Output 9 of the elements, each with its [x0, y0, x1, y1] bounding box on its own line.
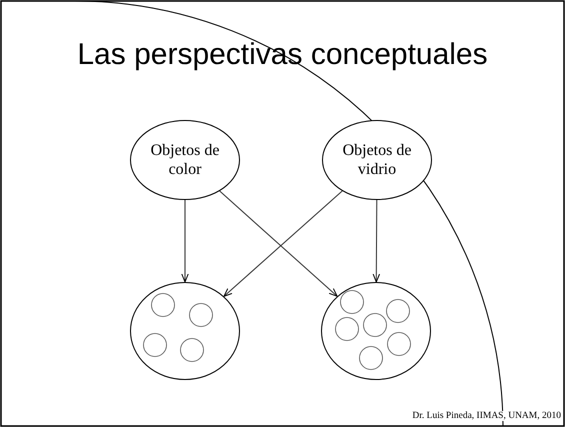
concept-ellipse	[130, 120, 240, 200]
set-ellipse	[130, 282, 240, 380]
node-label: Objetos de color	[150, 141, 220, 179]
arrow	[372, 200, 380, 282]
footer-credit: Dr. Luis Pineda, IIMAS, UNAM, 2010	[412, 411, 561, 421]
set-ellipse	[321, 282, 431, 380]
arrow	[181, 200, 189, 282]
node-label: Objetos de vidrio	[342, 141, 412, 179]
concept-ellipse	[322, 120, 432, 200]
